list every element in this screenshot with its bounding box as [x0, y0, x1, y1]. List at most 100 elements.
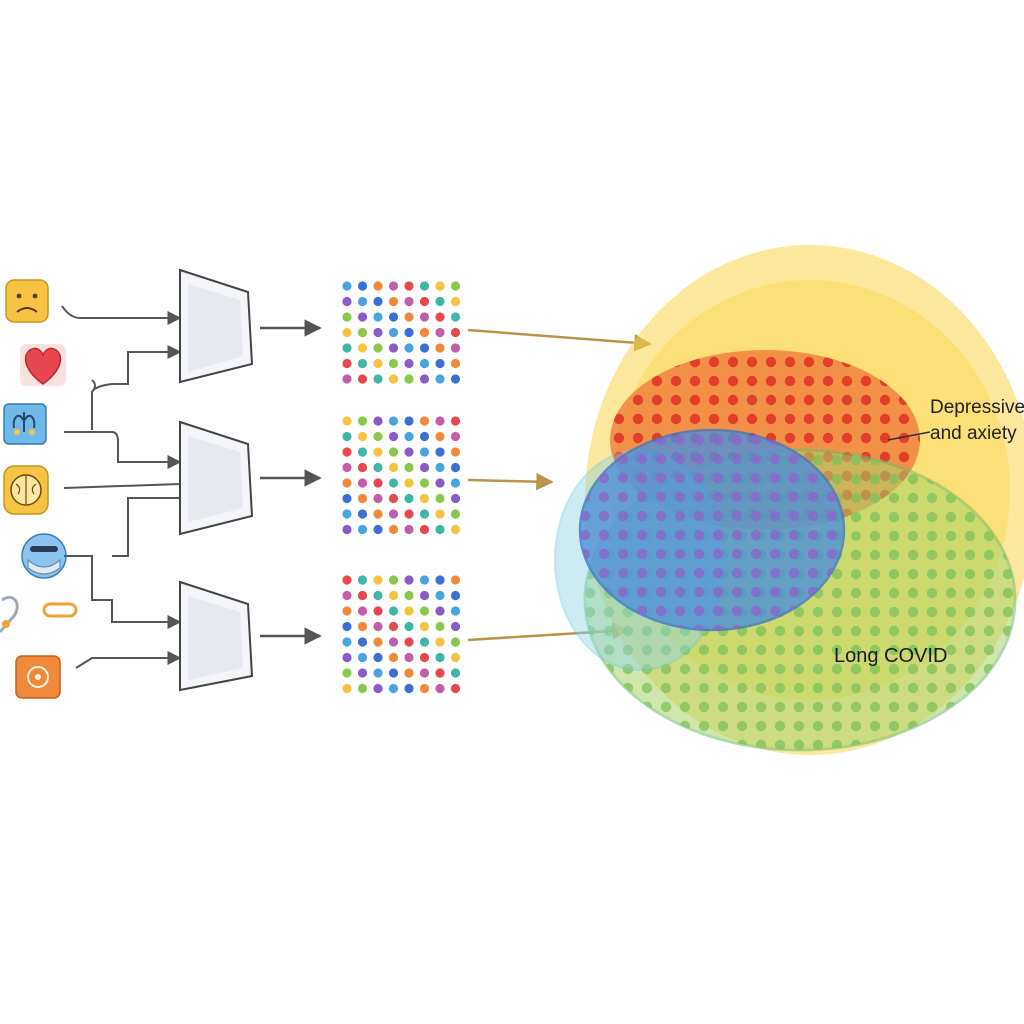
- blue-region-dot: [731, 453, 743, 465]
- embedding-dot: [435, 590, 445, 601]
- blue-region-dot: [750, 434, 762, 446]
- blue-region-dot: [826, 510, 838, 522]
- blue-region-dot: [750, 586, 762, 598]
- long-covid-dot: [907, 739, 919, 750]
- long-covid-dot: [850, 492, 862, 504]
- long-covid-dot: [869, 473, 881, 485]
- long-covid-dot: [850, 454, 862, 466]
- long-covid-dot: [907, 682, 919, 694]
- embedding-dot: [419, 431, 430, 442]
- embedding-dot: [419, 683, 430, 694]
- blue-region-dot: [617, 510, 629, 522]
- embedding-dot: [342, 462, 352, 473]
- blue-region-dot: [731, 586, 743, 598]
- depressive-dot: [803, 394, 815, 406]
- blue-region-dot: [731, 548, 743, 560]
- embedding-dot: [435, 621, 445, 632]
- depressive-dot: [860, 375, 872, 387]
- embedding-dot: [450, 358, 461, 369]
- long-covid-dot: [774, 682, 786, 694]
- embedding-dot: [435, 431, 445, 442]
- long-covid-dot: [888, 492, 900, 504]
- embedding-dot: [373, 478, 383, 488]
- long-covid-dot: [964, 644, 976, 656]
- blue-region-dot: [636, 510, 648, 522]
- long-covid-dot: [755, 644, 767, 656]
- embedding-dot: [357, 462, 368, 473]
- long-covid-dot: [983, 606, 995, 618]
- embedding-dot: [419, 416, 430, 426]
- depressive-dot: [689, 413, 701, 425]
- depressive-dot: [651, 375, 663, 387]
- long-covid-dot: [774, 644, 786, 656]
- depressive-dot: [841, 394, 853, 406]
- embedding-dot: [388, 478, 399, 488]
- embedding-dot: [419, 447, 430, 457]
- embedding-dot: [373, 281, 383, 291]
- embedding-dot: [388, 652, 399, 663]
- embedding-dot: [435, 478, 445, 488]
- blue-region-dot: [693, 567, 705, 579]
- embedding-dot: [450, 493, 461, 504]
- safety-pin-icon: [0, 595, 78, 633]
- embedding-dot: [419, 637, 430, 647]
- embedding-grid-3: [342, 575, 461, 694]
- blue-region-dot: [580, 434, 591, 446]
- long-covid-dot: [926, 530, 938, 542]
- embedding-dot: [357, 493, 368, 504]
- depressive-dot: [689, 394, 701, 406]
- embedding-dot: [342, 683, 352, 694]
- blue-region-dot: [731, 605, 743, 617]
- long-covid-dot: [983, 644, 995, 656]
- long-covid-dot: [585, 739, 596, 750]
- long-covid-dot: [964, 625, 976, 637]
- blue-region-dot: [807, 529, 819, 541]
- long-covid-dot: [698, 644, 710, 656]
- embedding-dot: [388, 358, 399, 369]
- long-covid-dot: [907, 701, 919, 713]
- long-covid-dot: [888, 720, 900, 732]
- embedding-dot: [357, 652, 368, 663]
- long-covid-dot: [812, 701, 824, 713]
- long-covid-dot: [850, 530, 862, 542]
- blue-region-dot: [712, 510, 724, 522]
- depressive-dot: [632, 394, 644, 406]
- depressive-dot: [727, 356, 739, 368]
- embedding-dot: [373, 358, 383, 369]
- long-covid-dot: [907, 530, 919, 542]
- embedding-dot: [450, 575, 461, 585]
- long-covid-dot: [793, 663, 805, 675]
- blue-region-dot: [712, 586, 724, 598]
- long-covid-dot: [831, 625, 843, 637]
- blue-region-dot: [769, 510, 781, 522]
- long-covid-dot: [926, 492, 938, 504]
- embedding-dot: [419, 493, 430, 504]
- depressive-dot: [822, 413, 834, 425]
- blue-region-dot: [636, 586, 648, 598]
- long-covid-dot: [926, 568, 938, 580]
- embedding-dot: [419, 606, 430, 616]
- blue-region-dot: [636, 548, 648, 560]
- embedding-dot: [419, 343, 430, 353]
- depressive-dot: [898, 413, 910, 425]
- embedding-dot: [388, 447, 399, 457]
- blue-region-dot: [750, 605, 762, 617]
- long-covid-dot: [945, 549, 957, 561]
- long-covid-dot: [736, 701, 748, 713]
- long-covid-dot: [1002, 739, 1014, 750]
- embedding-dot: [450, 606, 461, 616]
- embedding-dot: [388, 431, 399, 442]
- cluster-regions: [554, 245, 1024, 755]
- embedding-dot: [435, 447, 445, 457]
- embedding-dot: [388, 524, 399, 535]
- blue-region-dot: [788, 510, 800, 522]
- input-icons: [0, 279, 78, 699]
- embedding-dot: [435, 509, 445, 519]
- embedding-dot: [404, 621, 414, 632]
- embedding-dot: [357, 575, 368, 585]
- depressive-dot: [822, 375, 834, 387]
- long-covid-dot: [888, 530, 900, 542]
- long-covid-dot: [679, 701, 691, 713]
- embedding-dot: [388, 327, 399, 338]
- long-covid-dot: [755, 625, 767, 637]
